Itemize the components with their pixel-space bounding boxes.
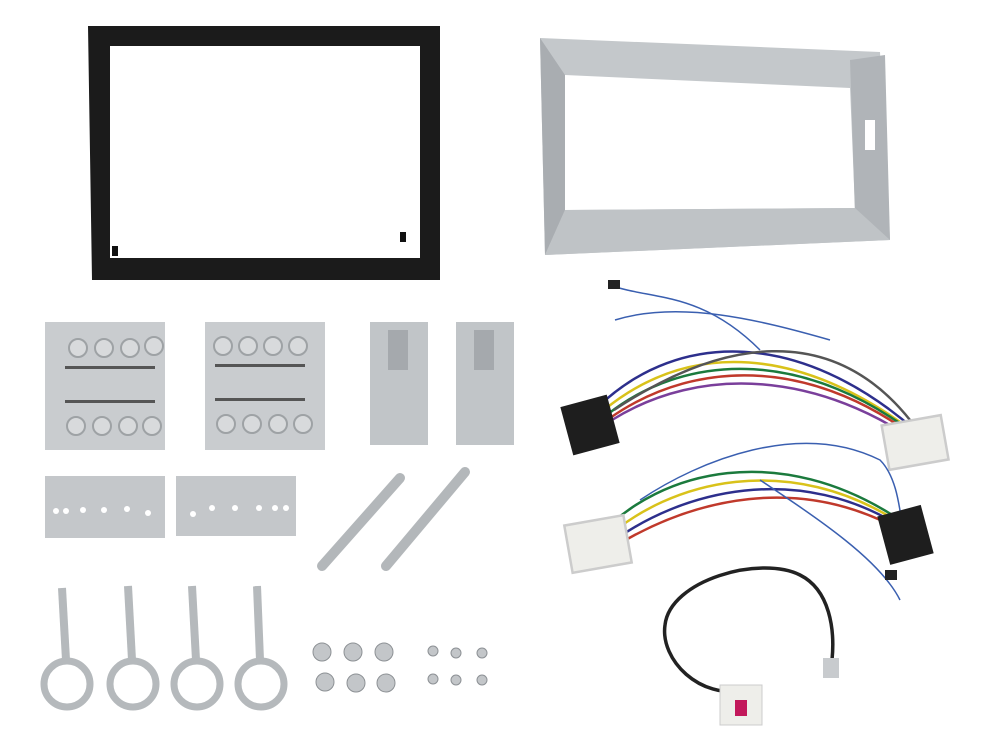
iso-harness-1 bbox=[560, 280, 950, 472]
bracket-right bbox=[45, 476, 165, 538]
fascia-frame bbox=[88, 26, 440, 280]
side-plate-left bbox=[45, 322, 165, 450]
mounting-cage bbox=[540, 38, 890, 255]
bracket-left bbox=[176, 476, 296, 536]
spring-clip-2 bbox=[456, 322, 514, 445]
screws bbox=[312, 642, 488, 693]
removal-keys bbox=[40, 585, 288, 711]
release-tools bbox=[317, 467, 470, 571]
spring-clip-1 bbox=[370, 322, 428, 445]
antenna-adapter bbox=[662, 566, 839, 726]
iso-harness-2 bbox=[562, 442, 934, 601]
side-plate-right bbox=[205, 322, 325, 450]
